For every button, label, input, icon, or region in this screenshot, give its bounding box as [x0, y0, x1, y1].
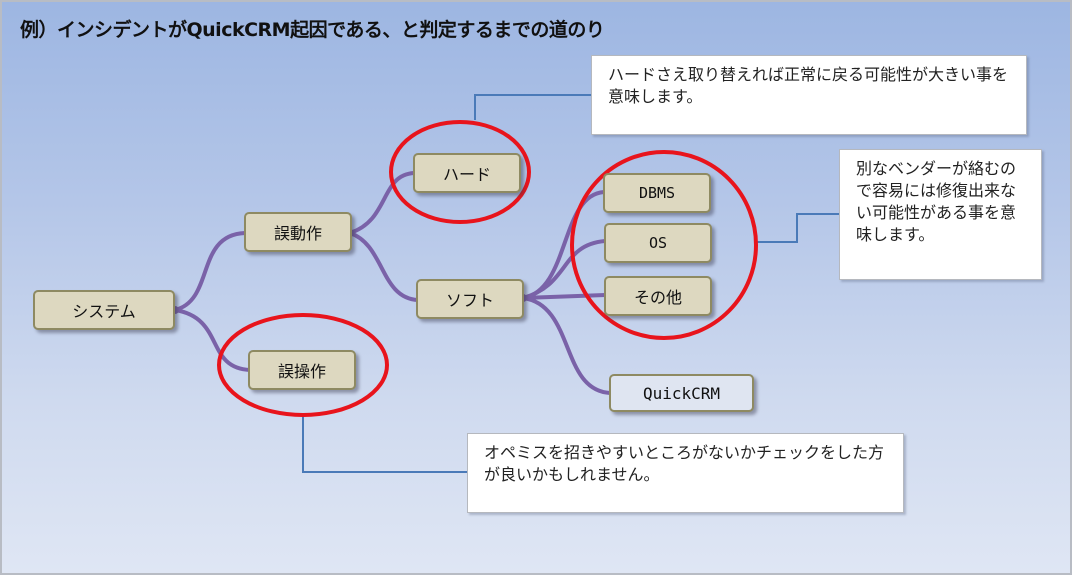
- node-other[interactable]: その他: [604, 276, 712, 316]
- node-hardware[interactable]: ハード: [413, 153, 521, 193]
- node-malfunction[interactable]: 誤動作: [244, 212, 352, 252]
- node-system[interactable]: システム: [33, 290, 175, 330]
- note-software: 別なベンダーが絡むので容易には修復出来ない可能性がある事を意味します。: [839, 149, 1042, 280]
- callout-line-hardware: [474, 94, 592, 120]
- node-os[interactable]: OS: [604, 223, 712, 263]
- highlight-ellipse-hardware: [389, 120, 531, 224]
- edge-malfunction-hardware: [348, 171, 416, 235]
- highlight-ellipse-software-children: [570, 150, 758, 340]
- note-hardware: ハードさえ取り替えれば正常に戻る可能性が大きい事を意味します。: [591, 55, 1027, 135]
- slide-title: 例）インシデントがQuickCRM起因である、と判定するまでの道のり: [20, 19, 605, 41]
- callout-line-misoperation: [302, 415, 468, 473]
- edge-malfunction-software: [348, 231, 420, 302]
- node-quickcrm[interactable]: QuickCRM: [609, 374, 754, 412]
- callout-line-software: [757, 213, 840, 243]
- edge-system-misoperation: [173, 308, 252, 372]
- node-software[interactable]: ソフト: [416, 279, 524, 319]
- node-dbms[interactable]: DBMS: [603, 173, 711, 213]
- highlight-ellipse-misoperation: [217, 313, 389, 417]
- edge-software-quickcrm: [521, 296, 612, 395]
- edge-software-os: [521, 239, 607, 300]
- edge-system-malfunction: [173, 231, 247, 312]
- edge-software-other: [521, 293, 607, 300]
- note-misoperation: オペミスを招きやすいところがないかチェックをした方が良いかもしれません。: [467, 433, 904, 513]
- node-misoperation[interactable]: 誤操作: [248, 350, 356, 390]
